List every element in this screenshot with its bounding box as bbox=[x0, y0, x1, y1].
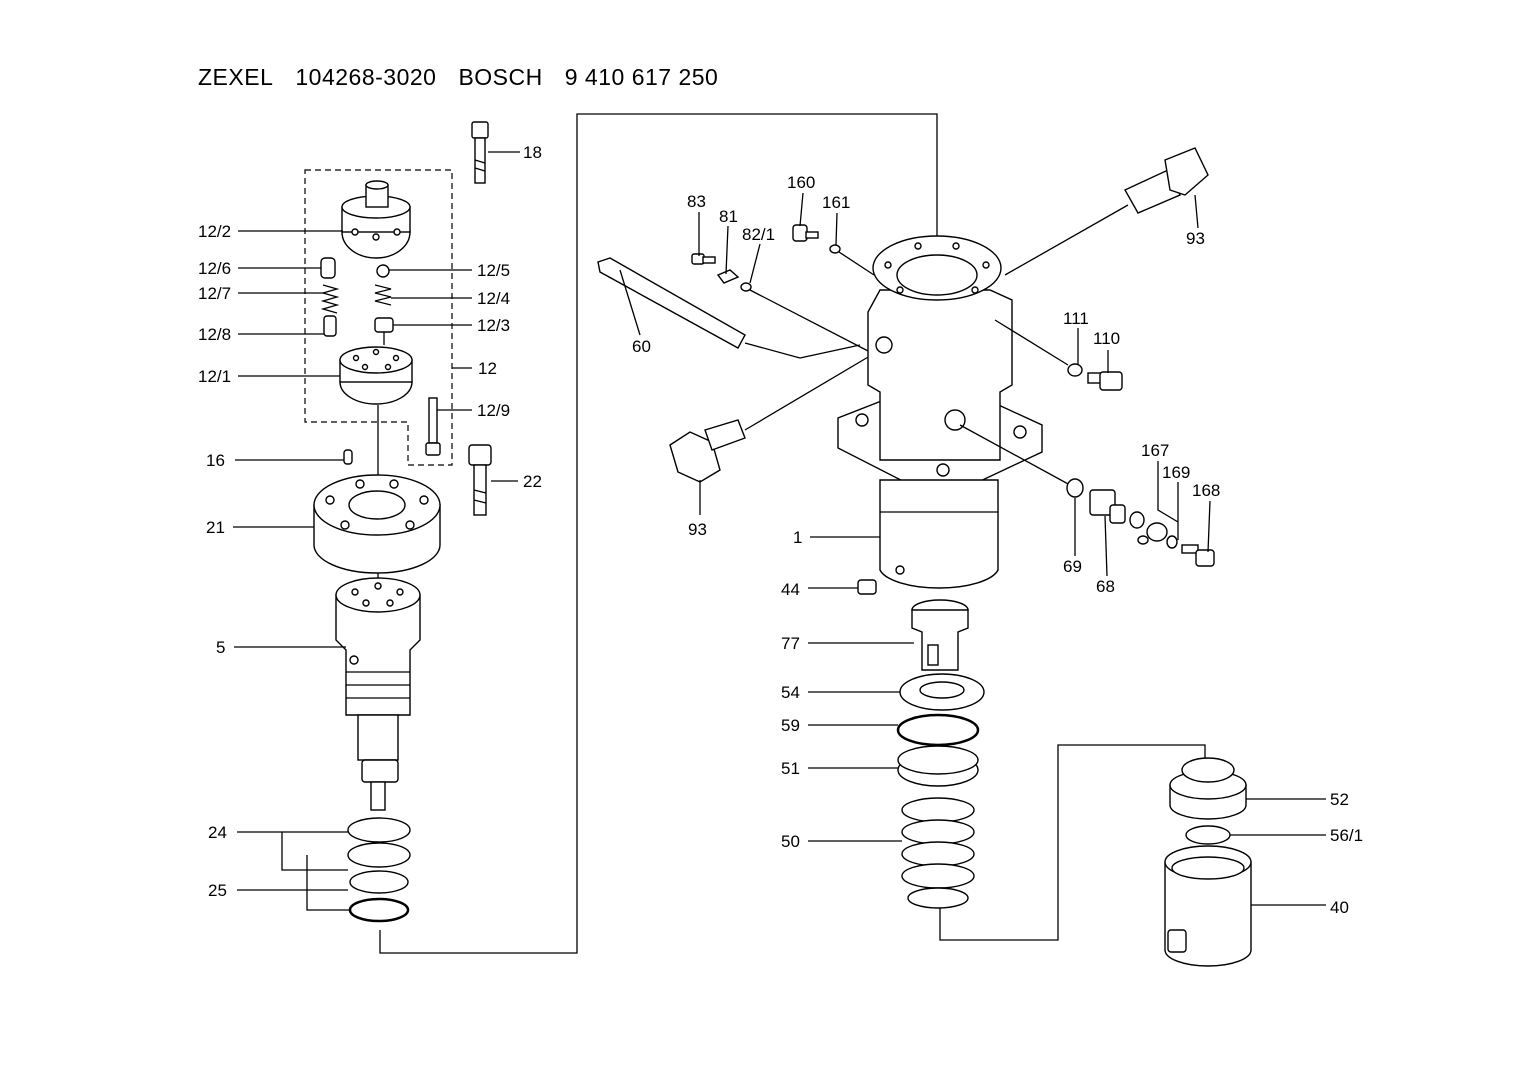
connection-line bbox=[379, 113, 938, 954]
callout-93-top: 93 bbox=[1186, 229, 1205, 248]
left-leader-lines bbox=[233, 151, 520, 911]
header-bosch-part-number: 9 410 617 250 bbox=[564, 64, 719, 90]
part-40-tappet bbox=[1164, 845, 1252, 967]
part-93-banjo-bolt-left bbox=[669, 419, 746, 483]
part-51-spring-seat bbox=[897, 745, 979, 787]
callout-161: 161 bbox=[822, 193, 850, 212]
part-12-7-spring bbox=[320, 284, 340, 314]
part-81-clip bbox=[716, 269, 740, 284]
callout-60: 60 bbox=[632, 337, 651, 356]
part-5-barrel-plunger bbox=[335, 577, 421, 811]
callout-168: 168 bbox=[1192, 481, 1220, 500]
part-24-spring-seat bbox=[347, 817, 411, 868]
callout-18: 18 bbox=[523, 143, 542, 162]
part-12-4-spring bbox=[374, 284, 392, 306]
part-22-bolt bbox=[468, 444, 492, 516]
part-169-washer bbox=[1137, 535, 1178, 549]
callout-81: 81 bbox=[719, 207, 738, 226]
callout-12-2: 12/2 bbox=[198, 222, 231, 241]
part-12-6-plug bbox=[320, 257, 336, 279]
part-25-shim-rings bbox=[348, 870, 410, 923]
callout-1: 1 bbox=[793, 528, 802, 547]
callout-44: 44 bbox=[781, 580, 800, 599]
part-12-5-ball bbox=[376, 264, 390, 278]
right-leader-lines bbox=[619, 192, 1326, 906]
callout-12-7: 12/7 bbox=[198, 284, 231, 303]
header-brand-zexel: ZEXEL bbox=[198, 64, 274, 90]
part-12-3-valve bbox=[374, 317, 394, 345]
callout-12-5: 12/5 bbox=[477, 261, 510, 280]
part-60-rod bbox=[597, 257, 861, 359]
part-77-control-sleeve bbox=[911, 599, 969, 671]
header-brand-bosch: BOSCH bbox=[458, 64, 543, 90]
part-50-spring bbox=[901, 797, 975, 909]
callout-77: 77 bbox=[781, 634, 800, 653]
callout-52: 52 bbox=[1330, 790, 1349, 809]
callout-12-1: 12/1 bbox=[198, 367, 231, 386]
part-168-screw bbox=[1181, 544, 1215, 567]
callout-12: 12 bbox=[478, 359, 497, 378]
callout-24: 24 bbox=[208, 823, 227, 842]
callout-69: 69 bbox=[1063, 557, 1082, 576]
diagram-header: ZEXEL 104268-3020 BOSCH 9 410 617 250 bbox=[198, 64, 740, 91]
part-1-pump-housing bbox=[837, 235, 1043, 589]
part-16-pin bbox=[343, 449, 353, 465]
part-59-ring bbox=[896, 713, 980, 747]
part-82-1-washer bbox=[740, 282, 752, 292]
part-93-banjo-bolt-top bbox=[1124, 147, 1209, 214]
callout-22: 22 bbox=[523, 472, 542, 491]
callout-82-1: 82/1 bbox=[742, 225, 775, 244]
callout-labels: 18 12/2 12/6 12/5 12/7 12/4 12/8 12/3 12… bbox=[198, 143, 1363, 917]
part-12-1-housing bbox=[339, 346, 413, 405]
callout-16: 16 bbox=[206, 451, 225, 470]
part-161-washer bbox=[829, 244, 841, 254]
part-110-screw bbox=[1087, 371, 1123, 391]
callout-25: 25 bbox=[208, 881, 227, 900]
part-18-bolt bbox=[471, 121, 489, 184]
assembly-12-boundary bbox=[304, 169, 453, 466]
part-21-flange bbox=[313, 474, 441, 574]
callout-54: 54 bbox=[781, 683, 800, 702]
part-167-ring bbox=[1129, 511, 1168, 542]
connection-line-spring-cup bbox=[939, 744, 1206, 941]
callout-167: 167 bbox=[1141, 441, 1169, 460]
part-54-spring-seat bbox=[899, 673, 985, 711]
part-69-washer bbox=[1066, 478, 1084, 498]
part-52-lower-spring-seat bbox=[1169, 757, 1247, 820]
part-12-9-screw bbox=[425, 397, 441, 456]
callout-12-4: 12/4 bbox=[477, 289, 510, 308]
callout-50: 50 bbox=[781, 832, 800, 851]
callout-56-1: 56/1 bbox=[1330, 826, 1363, 845]
part-83-screw bbox=[691, 253, 716, 265]
part-12-8-pin bbox=[323, 315, 337, 337]
part-56-1-shim bbox=[1185, 825, 1231, 845]
callout-59: 59 bbox=[781, 716, 800, 735]
callout-51: 51 bbox=[781, 759, 800, 778]
callout-5: 5 bbox=[216, 638, 225, 657]
part-160-screw bbox=[792, 224, 819, 242]
part-44-screw bbox=[857, 579, 877, 595]
part-68-valve-body bbox=[1089, 489, 1126, 524]
callout-21: 21 bbox=[206, 518, 225, 537]
callout-12-6: 12/6 bbox=[198, 259, 231, 278]
callout-12-3: 12/3 bbox=[477, 316, 510, 335]
part-12-2-valve-holder bbox=[341, 180, 411, 259]
header-zexel-part-number: 104268-3020 bbox=[295, 64, 437, 90]
part-111-washer bbox=[1067, 363, 1083, 377]
callout-12-8: 12/8 bbox=[198, 325, 231, 344]
callout-83: 83 bbox=[687, 192, 706, 211]
callout-111: 111 bbox=[1063, 309, 1089, 328]
callout-110: 110 bbox=[1093, 329, 1120, 348]
callout-169: 169 bbox=[1162, 463, 1190, 482]
callout-93-left: 93 bbox=[688, 520, 707, 539]
callout-40: 40 bbox=[1330, 898, 1349, 917]
callout-160: 160 bbox=[787, 173, 815, 192]
callout-12-9: 12/9 bbox=[477, 401, 510, 420]
callout-68: 68 bbox=[1096, 577, 1115, 596]
